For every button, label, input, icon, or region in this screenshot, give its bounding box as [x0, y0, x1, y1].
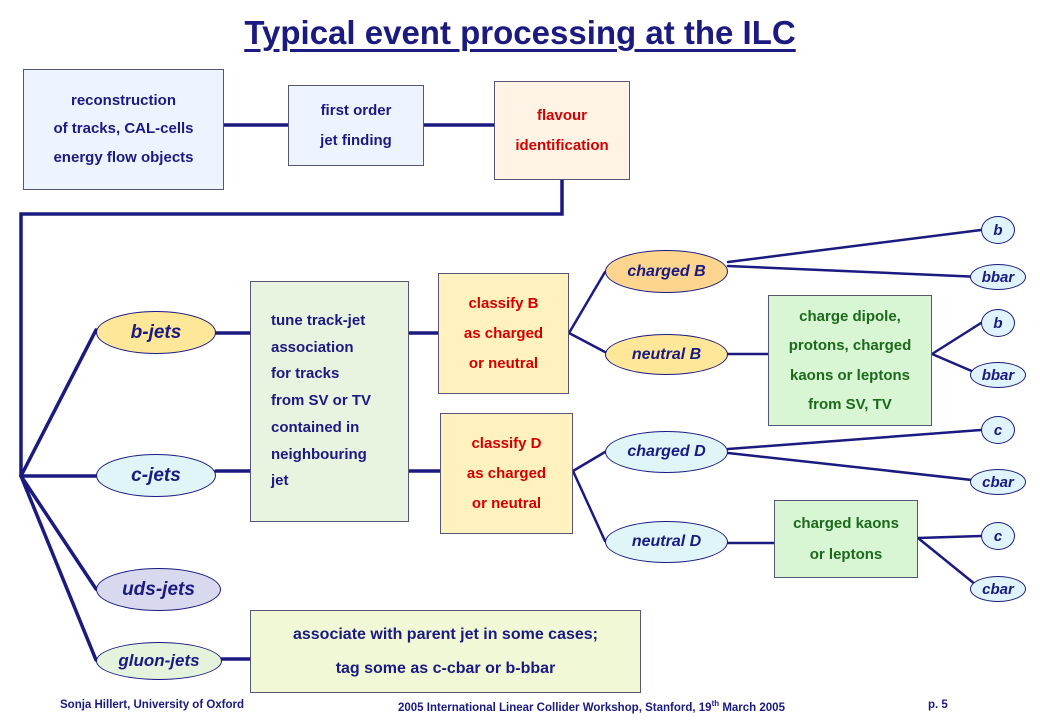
- classify-b-line-2: as charged: [463, 324, 544, 342]
- gluon-jets-label: gluon-jets: [118, 651, 200, 670]
- quark-bbar-top-node: bbar: [970, 264, 1026, 290]
- classify-b-line-1: classify B: [468, 294, 539, 312]
- reconstruction-line-1: reconstruction: [70, 91, 176, 109]
- slide-title: Typical event processing at the ILC: [244, 14, 796, 51]
- charged-d-node: charged D: [605, 431, 728, 473]
- uds-jets-node: uds-jets: [96, 568, 221, 611]
- c-jets-label: c-jets: [131, 464, 181, 486]
- charge-dipole-line-4: from SV, TV: [808, 395, 892, 413]
- flavour-line-1: flavour: [536, 106, 587, 124]
- tune-line-7: jet: [271, 472, 289, 490]
- footer-event-text: 2005 International Linear Collider Works…: [398, 701, 712, 714]
- charged-d-label: charged D: [627, 443, 706, 460]
- classify-d-line-3: or neutral: [471, 494, 542, 512]
- footer-event-date: March 2005: [719, 701, 785, 714]
- tune-line-1: tune track-jet: [271, 312, 366, 330]
- charge-dipole-line-2: protons, charged: [788, 337, 912, 355]
- quark-c-top-node: c: [981, 416, 1015, 444]
- classify-d-box: classify D as charged or neutral: [440, 413, 573, 534]
- charge-dipole-line-3: kaons or leptons: [789, 366, 911, 384]
- tune-association-box: tune track-jet association for tracks fr…: [250, 281, 409, 522]
- classify-d-line-1: classify D: [471, 434, 542, 452]
- associate-box: associate with parent jet in some cases;…: [250, 610, 641, 693]
- footer-event-superscript: th: [711, 699, 720, 708]
- b-jets-node: b-jets: [96, 311, 216, 354]
- charged-kaons-box: charged kaons or leptons: [774, 500, 918, 578]
- jet-finding-line-1: first order: [320, 101, 392, 119]
- tune-line-3: for tracks: [271, 365, 340, 383]
- quark-c-bottom-node: c: [981, 522, 1015, 550]
- associate-line-1: associate with parent jet in some cases;: [292, 625, 598, 643]
- charge-dipole-line-1: charge dipole,: [799, 308, 901, 325]
- quark-cbar-bottom-node: cbar: [970, 576, 1026, 602]
- quark-bbar-bottom-label: bbar: [981, 366, 1015, 384]
- classify-b-box: classify B as charged or neutral: [438, 273, 569, 394]
- classify-d-line-2: as charged: [466, 464, 547, 482]
- footer-author: Sonja Hillert, University of Oxford: [60, 699, 245, 711]
- neutral-b-node: neutral B: [605, 334, 728, 375]
- quark-cbar-top-label: cbar: [982, 473, 1014, 491]
- flavour-line-2: identification: [515, 136, 609, 154]
- charge-dipole-box: charge dipole, protons, charged kaons or…: [768, 295, 932, 426]
- associate-line-2: tag some as c-cbar or b-bbar: [335, 659, 556, 677]
- tune-line-5: contained in: [271, 418, 360, 436]
- reconstruction-line-3: energy flow objects: [53, 148, 194, 166]
- tune-line-6: neighbouring: [271, 445, 367, 463]
- gluon-jets-node: gluon-jets: [96, 642, 222, 680]
- tune-line-4: from SV or TV: [271, 392, 372, 410]
- reconstruction-box: reconstruction of tracks, CAL-cells ener…: [23, 69, 224, 190]
- quark-cbar-top-node: cbar: [970, 469, 1026, 495]
- quark-b-bottom-node: b: [981, 309, 1015, 337]
- charged-b-label: charged B: [627, 262, 706, 280]
- c-jets-node: c-jets: [96, 454, 216, 497]
- neutral-d-node: neutral D: [605, 521, 728, 563]
- flavour-identification-box: flavour identification: [494, 81, 630, 180]
- charged-b-node: charged B: [605, 250, 728, 293]
- uds-jets-label: uds-jets: [122, 578, 195, 600]
- charged-kaons-line-1: charged kaons: [793, 514, 899, 532]
- b-jets-label: b-jets: [130, 321, 182, 343]
- tune-line-2: association: [271, 338, 354, 356]
- quark-b-bottom-label: b: [993, 314, 1003, 332]
- quark-b-top-label: b: [993, 221, 1003, 239]
- footer-page-number: p. 5: [928, 699, 948, 711]
- jet-finding-box: first order jet finding: [288, 85, 424, 166]
- quark-c-bottom-label: c: [993, 527, 1003, 545]
- footer-event: 2005 International Linear Collider Works…: [398, 699, 785, 714]
- reconstruction-line-2: of tracks, CAL-cells: [53, 120, 194, 138]
- quark-b-top-node: b: [981, 216, 1015, 244]
- quark-cbar-bottom-label: cbar: [982, 580, 1014, 598]
- charged-kaons-line-2: or leptons: [809, 546, 883, 563]
- neutral-b-label: neutral B: [631, 345, 702, 363]
- neutral-d-label: neutral D: [631, 533, 702, 550]
- quark-c-top-label: c: [993, 421, 1003, 439]
- classify-b-line-3: or neutral: [468, 354, 539, 372]
- quark-bbar-top-label: bbar: [981, 268, 1015, 286]
- quark-bbar-bottom-node: bbar: [970, 362, 1026, 388]
- jet-finding-line-2: jet finding: [320, 131, 392, 149]
